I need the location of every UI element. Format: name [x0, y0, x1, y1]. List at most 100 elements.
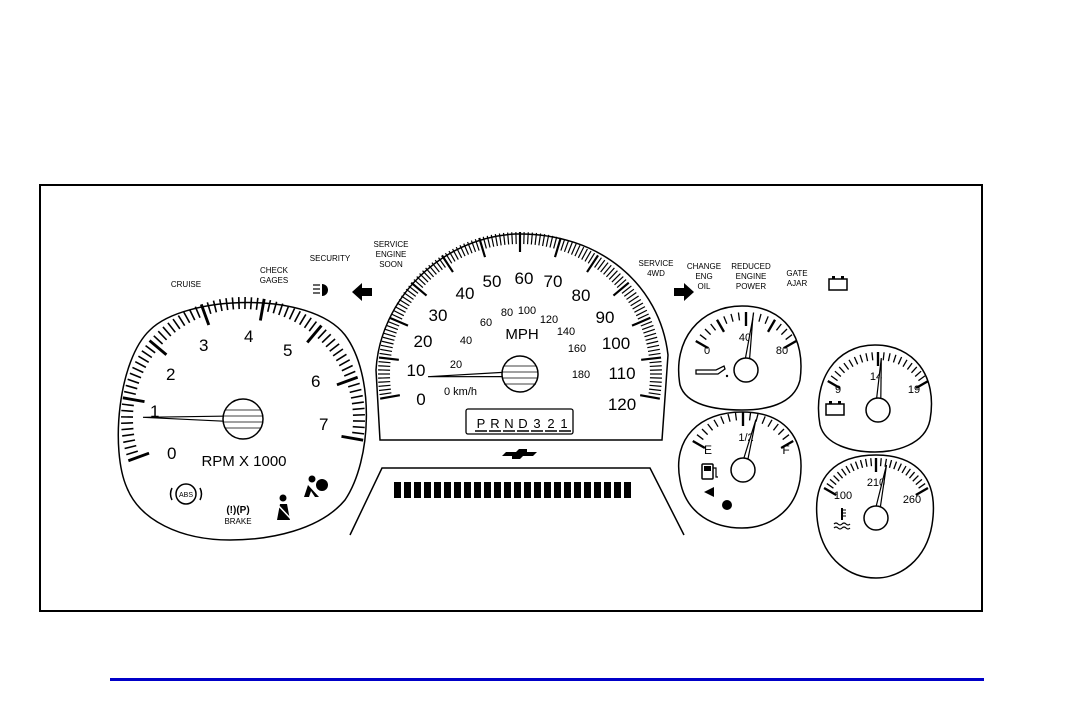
- battery-warning-icon: [829, 276, 847, 290]
- check-gages-label-2: GAGES: [260, 276, 288, 285]
- odometer-display: [394, 482, 631, 498]
- volt-tick-label: 9: [835, 384, 841, 396]
- gauge-tick: [512, 232, 513, 244]
- gauge-tick: [871, 458, 872, 466]
- odometer-segment: [524, 482, 531, 498]
- odometer-segment: [574, 482, 581, 498]
- volt-tick-label: 19: [908, 384, 920, 396]
- oil-gauge-housing: [679, 306, 801, 410]
- odometer-segment: [514, 482, 521, 498]
- mph-tick-label: 30: [429, 306, 448, 325]
- mph-tick-label: 60: [515, 269, 534, 288]
- kmh-tick-label: 120: [540, 314, 558, 326]
- service-engine-label-3: SOON: [379, 260, 403, 269]
- gate-ajar-label-2: AJAR: [787, 279, 808, 288]
- odometer-segment: [614, 482, 621, 498]
- gauge-tick: [883, 352, 884, 360]
- brake-label: BRAKE: [224, 517, 251, 526]
- oil-gauge-hub: [734, 358, 758, 382]
- tach-tick-label: 6: [311, 372, 320, 391]
- odometer-segment: [564, 482, 571, 498]
- mph-tick-label: 110: [608, 364, 635, 383]
- mph-tick-label: 100: [602, 334, 630, 353]
- tachometer-hub: [223, 399, 263, 439]
- odometer-panel: [350, 468, 684, 535]
- oil-tick-label: 0: [704, 345, 710, 357]
- kmh-tick-label: 80: [501, 307, 513, 319]
- kmh-tick-label: 180: [572, 369, 590, 381]
- rpm-label: RPM X 1000: [201, 453, 286, 470]
- mph-tick-label: 90: [596, 308, 615, 327]
- odometer-segment: [414, 482, 421, 498]
- odometer-segment: [454, 482, 461, 498]
- kmh-label: 0 km/h: [444, 386, 477, 398]
- temp-tick-label: 100: [834, 490, 852, 502]
- odometer-segment: [464, 482, 471, 498]
- gauge-tick: [378, 382, 390, 383]
- gear-letter: D: [518, 416, 527, 431]
- gear-letter: 1: [560, 416, 567, 431]
- mph-tick-label: 80: [572, 286, 591, 305]
- odometer-segment: [394, 482, 401, 498]
- service-engine-label-1: SERVICE: [374, 240, 409, 249]
- odometer-segment: [604, 482, 611, 498]
- gauge-tick: [881, 458, 882, 466]
- gauge-tick: [353, 408, 365, 409]
- gauge-tick: [251, 297, 252, 309]
- odometer-segment: [594, 482, 601, 498]
- reduced-power-label-1: REDUCED: [731, 262, 771, 271]
- gauge-tick: [378, 366, 390, 367]
- mph-tick-label: 40: [456, 284, 475, 303]
- oil-tick-label: 80: [776, 345, 788, 357]
- mph-tick-label: 20: [414, 332, 433, 351]
- reduced-power-label-3: POWER: [736, 282, 766, 291]
- speedometer-hub: [502, 356, 538, 392]
- gauge-tick: [528, 232, 529, 244]
- odometer-segment: [494, 482, 501, 498]
- gauge-tick: [650, 382, 662, 383]
- mph-tick-label: 70: [544, 272, 563, 291]
- tach-tick-label: 0: [167, 444, 176, 463]
- gauge-tick: [121, 429, 133, 430]
- change-oil-label-2: ENG: [695, 272, 712, 281]
- kmh-tick-label: 20: [450, 359, 462, 371]
- gauge-tick: [353, 427, 365, 428]
- mph-tick-label: 50: [483, 272, 502, 291]
- mph-tick-label: 120: [608, 395, 636, 414]
- chevrolet-bowtie-logo: [502, 449, 537, 459]
- kmh-tick-label: 160: [568, 343, 586, 355]
- gear-letter: N: [504, 416, 513, 431]
- gear-letter: 2: [547, 416, 554, 431]
- odometer-segment: [484, 482, 491, 498]
- footer-rule: [110, 678, 984, 681]
- kmh-tick-label: 60: [480, 317, 492, 329]
- mph-tick-label: 10: [407, 361, 426, 380]
- right-turn-arrow-icon: [674, 283, 694, 301]
- fuel-empty-label: E: [704, 443, 712, 457]
- odometer-segment: [544, 482, 551, 498]
- kmh-tick-label: 100: [518, 305, 536, 317]
- tach-tick-label: 5: [283, 341, 292, 360]
- odometer-segment: [504, 482, 511, 498]
- gauge-tick: [121, 410, 133, 411]
- gauge-tick: [872, 352, 873, 360]
- service-engine-label-2: ENGINE: [376, 250, 407, 259]
- gate-ajar-label-1: GATE: [786, 269, 807, 278]
- fuel-full-label: F: [782, 443, 789, 457]
- odometer-segment: [404, 482, 411, 498]
- gear-letter: 3: [533, 416, 540, 431]
- low-fuel-indicator: [722, 500, 732, 510]
- security-label: SECURITY: [310, 254, 351, 263]
- gear-letter: P: [477, 416, 486, 431]
- gear-letter: R: [490, 416, 499, 431]
- fuel-gauge-hub: [731, 458, 755, 482]
- odometer-segment: [534, 482, 541, 498]
- left-turn-arrow-icon: [352, 283, 372, 301]
- change-oil-label-1: CHANGE: [687, 262, 721, 271]
- temp-gauge-hub: [864, 506, 888, 530]
- headlamp-icon: [313, 284, 328, 296]
- reduced-power-label-2: ENGINE: [736, 272, 767, 281]
- odometer-segment: [624, 482, 631, 498]
- service-4wd-label-2: 4WD: [647, 269, 665, 278]
